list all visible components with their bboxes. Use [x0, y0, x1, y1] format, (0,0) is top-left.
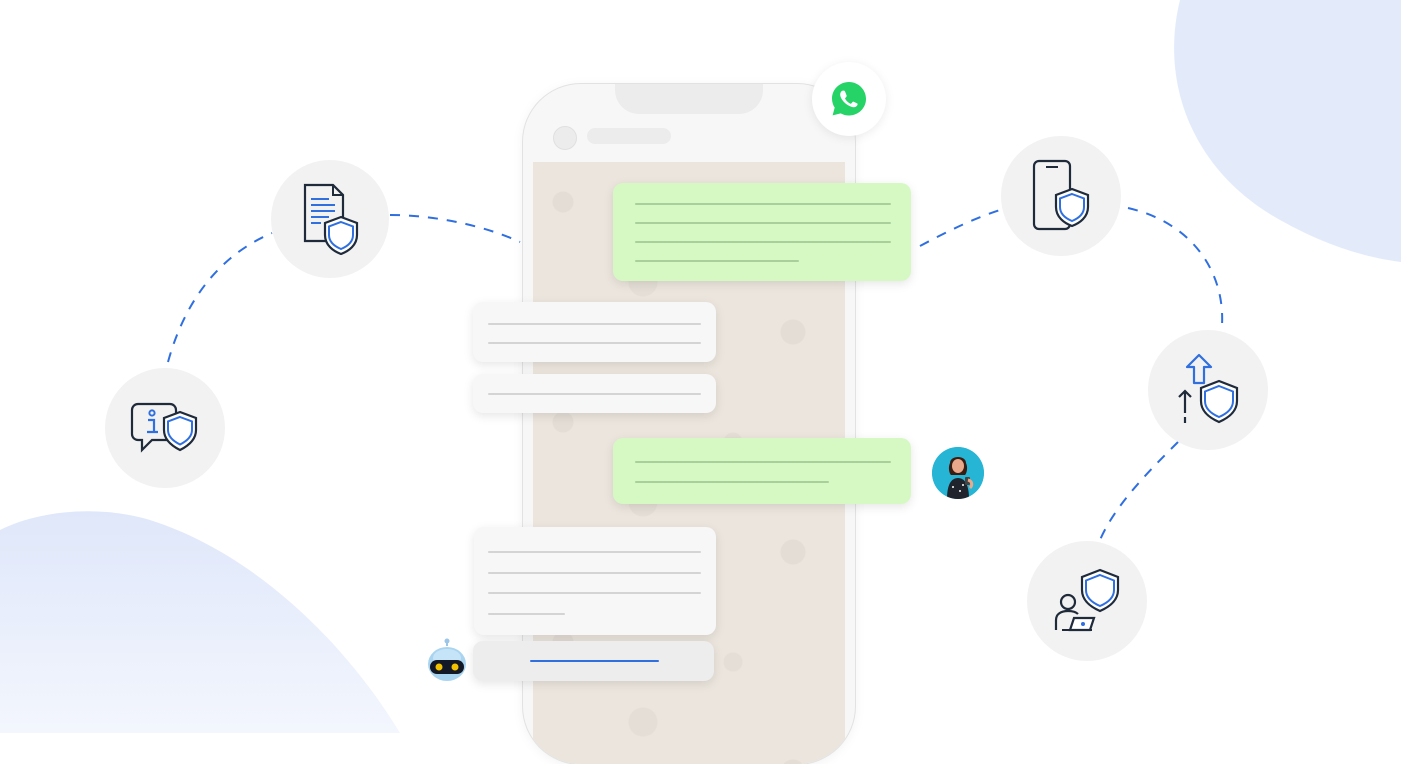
outgoing-message-2: [613, 438, 911, 504]
connector-upgrade-to-user: [1099, 441, 1179, 541]
background-blob-top-right: [1174, 0, 1401, 262]
connector-document-to-phone: [389, 214, 521, 243]
whatsapp-logo-icon: [832, 82, 866, 116]
phone-notch: [615, 84, 763, 114]
contact-avatar-placeholder: [553, 126, 577, 150]
info-shield-icon: [130, 402, 198, 453]
connector-phoneshield-to-upgrade: [1127, 207, 1224, 326]
outgoing-message-1: [613, 183, 911, 281]
user-avatar-icon: [932, 447, 984, 499]
document-shield-icon: [303, 183, 359, 255]
user-laptop-shield-icon: [1054, 568, 1120, 632]
phone-shield-icon: [1032, 159, 1090, 231]
upgrade-shield-icon: [1178, 353, 1239, 424]
incoming-message-1: [473, 302, 716, 362]
connector-info-to-document: [167, 232, 273, 363]
contact-name-placeholder: [587, 128, 671, 144]
dashed-connectors: [167, 207, 1224, 541]
background-blob-bottom-left: [0, 511, 400, 733]
user-avatar: [932, 447, 984, 499]
quick-reply-link-line: [530, 660, 659, 662]
connector-phone-to-phoneshield: [919, 209, 1001, 247]
quick-reply-button[interactable]: [473, 641, 714, 681]
bot-avatar: [426, 638, 468, 684]
upgrade-shield-badge: [1148, 330, 1268, 450]
info-shield-badge: [105, 368, 225, 488]
phone-shield-badge: [1001, 136, 1121, 256]
incoming-message-2: [473, 374, 716, 413]
incoming-message-3: [474, 527, 716, 635]
document-shield-badge: [271, 160, 389, 278]
whatsapp-badge: [812, 62, 886, 136]
user-laptop-shield-badge: [1027, 541, 1147, 661]
bot-avatar-icon: [428, 638, 466, 681]
